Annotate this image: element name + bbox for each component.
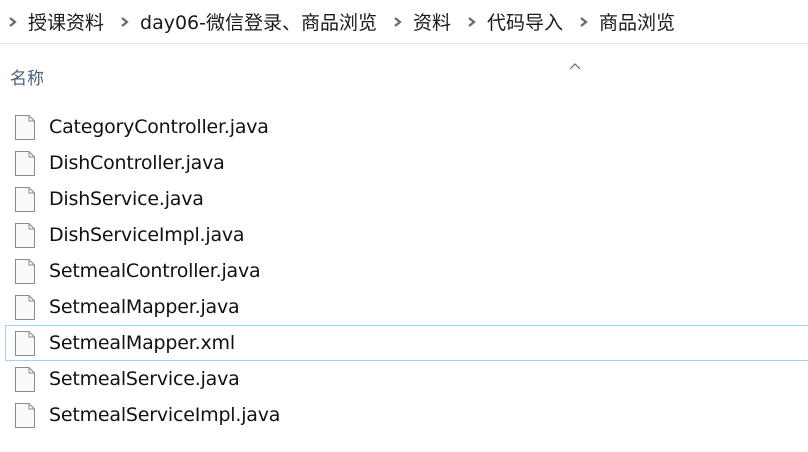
breadcrumb-label[interactable]: 授课资料 bbox=[28, 12, 105, 34]
file-name: SetmealServiceImpl.java bbox=[49, 404, 281, 426]
file-name: DishServiceImpl.java bbox=[49, 224, 245, 246]
file-row[interactable]: CategoryController.java bbox=[5, 109, 808, 145]
file-icon bbox=[15, 402, 35, 428]
sort-ascending-icon[interactable] bbox=[569, 55, 581, 70]
file-row[interactable]: DishController.java bbox=[5, 145, 808, 181]
file-icon bbox=[15, 114, 35, 140]
file-icon bbox=[15, 330, 35, 356]
breadcrumb-item-商品浏览[interactable]: 商品浏览 bbox=[569, 8, 681, 35]
breadcrumb-label[interactable]: 资料 bbox=[413, 12, 452, 34]
chevron-right-icon[interactable] bbox=[116, 12, 136, 32]
file-name: CategoryController.java bbox=[49, 116, 269, 138]
breadcrumb-label[interactable]: 代码导入 bbox=[487, 12, 564, 34]
breadcrumb-item-代码导入[interactable]: 代码导入 bbox=[457, 8, 569, 35]
column-header-name[interactable]: 名称 bbox=[10, 69, 44, 89]
file-row[interactable]: DishService.java bbox=[5, 181, 808, 217]
chevron-right-icon[interactable] bbox=[575, 12, 595, 32]
file-name: DishController.java bbox=[49, 152, 225, 174]
file-row[interactable]: SetmealService.java bbox=[5, 361, 808, 397]
file-row-focused[interactable]: SetmealMapper.xml bbox=[5, 325, 808, 361]
file-icon bbox=[15, 366, 35, 392]
chevron-right-icon[interactable] bbox=[463, 12, 483, 32]
file-icon bbox=[15, 258, 35, 284]
file-name: SetmealService.java bbox=[49, 368, 240, 390]
breadcrumb-label[interactable]: 商品浏览 bbox=[599, 12, 676, 34]
file-name: SetmealController.java bbox=[49, 260, 261, 282]
breadcrumb-label[interactable]: day06-微信登录、商品浏览 bbox=[140, 12, 377, 34]
breadcrumb: 授课资料 day06-微信登录、商品浏览 资料 代码导入 商品浏览 bbox=[0, 0, 808, 44]
chevron-right-icon[interactable] bbox=[389, 12, 409, 32]
breadcrumb-item-day06[interactable]: day06-微信登录、商品浏览 bbox=[110, 8, 383, 35]
breadcrumb-item-授课资料[interactable]: 授课资料 bbox=[0, 8, 110, 35]
file-icon bbox=[15, 294, 35, 320]
file-row[interactable]: DishServiceImpl.java bbox=[5, 217, 808, 253]
file-name: SetmealMapper.xml bbox=[49, 332, 235, 354]
breadcrumb-item-资料[interactable]: 资料 bbox=[383, 8, 457, 35]
file-icon bbox=[15, 150, 35, 176]
file-icon bbox=[15, 222, 35, 248]
file-list: CategoryController.java DishController.j… bbox=[5, 109, 808, 433]
file-row[interactable]: SetmealMapper.java bbox=[5, 289, 808, 325]
file-name: SetmealMapper.java bbox=[49, 296, 240, 318]
file-icon bbox=[15, 186, 35, 212]
chevron-right-icon[interactable] bbox=[4, 12, 24, 32]
file-row[interactable]: SetmealServiceImpl.java bbox=[5, 397, 808, 433]
file-name: DishService.java bbox=[49, 188, 204, 210]
file-row[interactable]: SetmealController.java bbox=[5, 253, 808, 289]
